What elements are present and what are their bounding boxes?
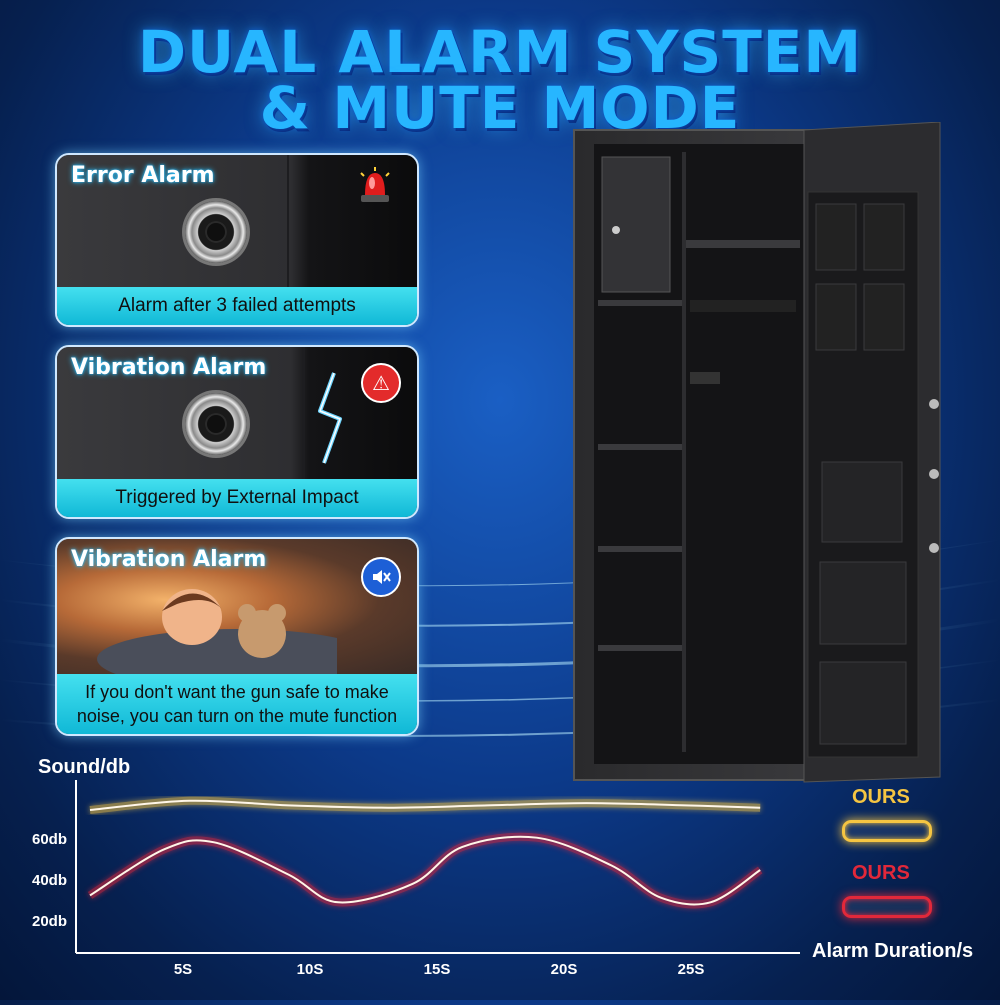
electronic-lock-icon [185, 393, 247, 455]
card-label: Vibration Alarm [71, 355, 267, 380]
x-tick-label: 25S [678, 961, 705, 978]
series-2-line [89, 835, 761, 906]
y-axis-label: Sound/db [38, 756, 131, 778]
series-1-line [89, 799, 761, 811]
x-tick-label: 5S [174, 961, 192, 978]
sleeping-child-illustration [97, 589, 337, 674]
legend-swatch-2 [842, 896, 932, 918]
card-caption: If you don't want the gun safe to make n… [57, 674, 417, 734]
x-tick-label: 20S [551, 961, 578, 978]
siren-icon [360, 167, 390, 202]
error-alarm-card: Error Alarm Alarm after 3 failed attempt… [55, 153, 419, 327]
vibration-alarm-card: Vibration Alarm ⚠ Triggered by External … [55, 345, 419, 519]
legend-swatch-1 [842, 820, 932, 842]
legend-label-1: OURS [852, 786, 910, 808]
card-label: Vibration Alarm [71, 547, 267, 572]
mute-icon [361, 557, 401, 597]
x-tick-label: 15S [424, 961, 451, 978]
page-title-line-1: DUAL ALARM SYSTEM [137, 18, 863, 86]
electronic-lock-icon [185, 201, 247, 263]
page-title-line-2: & MUTE MODE [259, 74, 741, 142]
x-tick-label: 10S [297, 961, 324, 978]
sound-level-chart: 60db 40db 20db 5S 10S 15S 20S 25S Sound/db Alar… [0, 740, 1000, 1000]
warning-icon: ⚠ [361, 363, 401, 403]
series-2-glow [87, 832, 763, 909]
mute-mode-card: Vibration Alarm If you don't want the gu… [55, 537, 419, 736]
card-label: Error Alarm [71, 163, 215, 188]
chart-canvas: 60db 40db 20db 5S 10S 15S 20S 25S [32, 780, 800, 978]
y-tick-label: 60db [32, 831, 67, 848]
y-tick-label: 20db [32, 913, 67, 930]
card-caption: Alarm after 3 failed attempts [57, 287, 417, 325]
y-tick-label: 40db [32, 872, 67, 889]
gun-safe-illustration [573, 122, 941, 783]
vibration-zigzag-icon [318, 372, 342, 464]
x-axis-label: Alarm Duration/s [812, 940, 974, 962]
legend-label-2: OURS [852, 862, 910, 884]
card-caption: Triggered by External Impact [57, 479, 417, 517]
